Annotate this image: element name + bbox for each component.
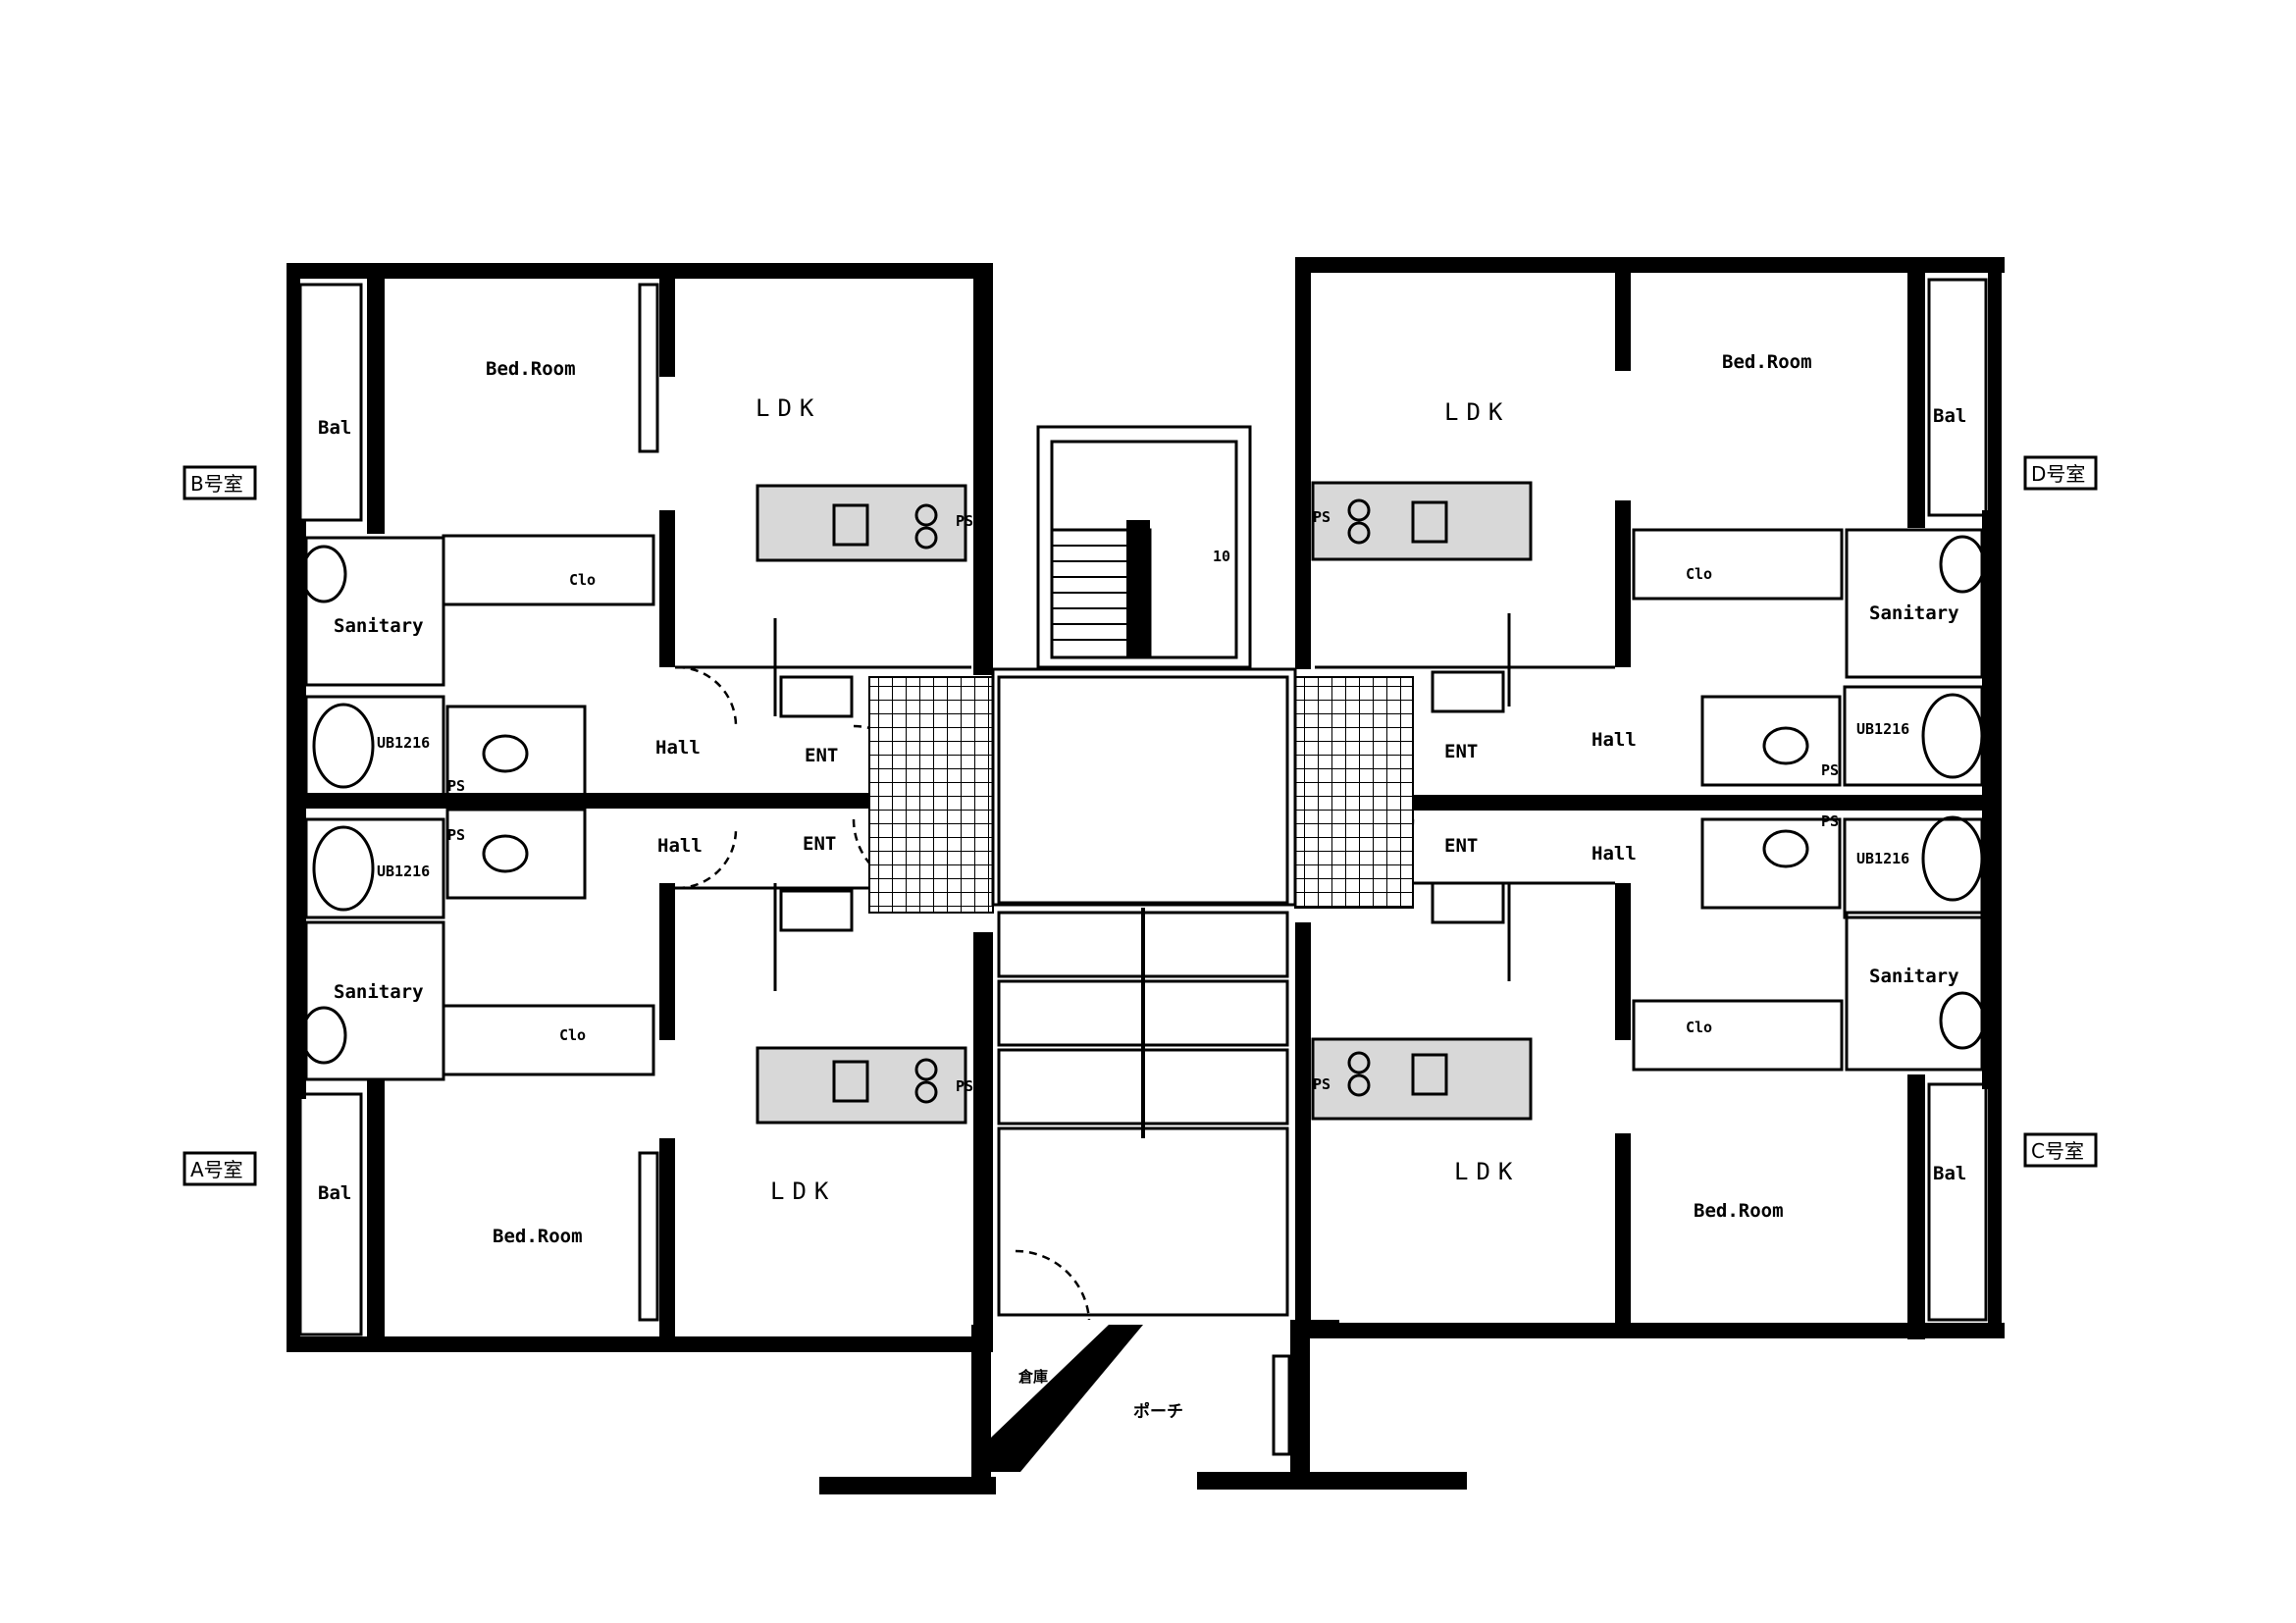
room-hall: Hall (1592, 729, 1637, 751)
room-sanitary: Sanitary (1869, 602, 1959, 624)
room-bath: UB1216 (377, 863, 430, 880)
unit-c: C号室 Bal Bed.Room LDK Sanitary UB1216 Hal… (1313, 812, 2098, 1222)
unit-tag (2023, 455, 2098, 491)
unit-tag-label: B号室 (190, 472, 243, 496)
common-core: 10 (819, 425, 1467, 1494)
room-bedroom: Bed.Room (486, 358, 576, 380)
pipe-space: PS (1313, 1075, 1331, 1093)
unit-d: D号室 Bal Bed.Room LDK Sanitary UB1216 Hal… (1313, 351, 2098, 779)
room-sanitary: Sanitary (1869, 966, 1959, 987)
room-closet: Clo (569, 571, 596, 589)
washbasin-icon (1939, 991, 1986, 1050)
entrance-tile-floor (1294, 676, 1414, 909)
room-sanitary: Sanitary (334, 615, 424, 637)
kitchen-counter (1311, 481, 1533, 561)
unit-b: B号室 Bal Bed.Room LDK Sanitary UB1216 Hal… (183, 358, 973, 795)
unit-tag-label: A号室 (190, 1158, 243, 1181)
kitchen-counter (1311, 1037, 1533, 1121)
washbasin-icon (300, 1006, 347, 1065)
room-balcony: Bal (1933, 1163, 1966, 1184)
pipe-space: PS (956, 1077, 973, 1095)
unit-tag-label: D号室 (2031, 462, 2085, 486)
toilet-icon (1762, 829, 1809, 868)
room-closet: Clo (1686, 565, 1712, 583)
pipe-space: PS (956, 512, 973, 530)
room-closet: Clo (1686, 1019, 1712, 1036)
room-bath: UB1216 (377, 734, 430, 752)
toilet-icon (482, 834, 529, 873)
room-hall: Hall (657, 835, 703, 857)
room-closet: Clo (559, 1026, 586, 1044)
pipe-space: PS (1313, 508, 1331, 526)
bathtub-icon (1921, 693, 1984, 779)
washbasin-icon (1939, 535, 1986, 594)
unit-a: A号室 Bal Bed.Room LDK Sanitary UB1216 Hal… (183, 826, 973, 1247)
pipe-space: PS (1821, 812, 1839, 830)
room-entrance: ENT (805, 745, 838, 766)
room-entrance: ENT (1444, 835, 1478, 857)
room-bath: UB1216 (1856, 850, 1909, 867)
bathtub-icon (312, 825, 375, 912)
room-hall: Hall (655, 737, 701, 759)
toilet-icon (482, 734, 529, 773)
unit-tag-label: C号室 (2031, 1139, 2084, 1163)
pipe-space: PS (1821, 761, 1839, 779)
room-porch: ポーチ (1133, 1401, 1183, 1422)
room-ldk: LDK (1444, 398, 1510, 426)
washbasin-icon (300, 545, 347, 603)
left-block (287, 263, 994, 1352)
stair-mark: 10 (1213, 548, 1230, 565)
room-entrance: ENT (1444, 741, 1478, 762)
entrance-tile-floor (868, 676, 994, 914)
unit-tag (2023, 1132, 2098, 1168)
unit-tag (183, 1151, 257, 1186)
pipe-space: PS (447, 777, 465, 795)
room-ldk: LDK (1454, 1158, 1520, 1185)
room-balcony: Bal (318, 1182, 351, 1204)
room-entrance: ENT (803, 833, 836, 855)
room-sanitary: Sanitary (334, 981, 424, 1003)
room-bedroom: Bed.Room (1694, 1200, 1784, 1222)
room-hall: Hall (1592, 843, 1637, 864)
room-bath: UB1216 (1856, 720, 1909, 738)
unit-tag (183, 465, 257, 500)
porch-steps (991, 1325, 1143, 1472)
room-ldk: LDK (756, 394, 821, 422)
room-bedroom: Bed.Room (1722, 351, 1812, 373)
pipe-space: PS (447, 826, 465, 844)
toilet-icon (1762, 726, 1809, 765)
room-balcony: Bal (1933, 405, 1966, 427)
room-balcony: Bal (318, 417, 351, 439)
bathtub-icon (1921, 815, 1984, 902)
room-bedroom: Bed.Room (493, 1226, 583, 1247)
bathtub-icon (312, 703, 375, 789)
room-storage: 倉庫 (1018, 1368, 1048, 1386)
room-ldk: LDK (770, 1178, 836, 1205)
right-block (1294, 257, 2005, 1339)
